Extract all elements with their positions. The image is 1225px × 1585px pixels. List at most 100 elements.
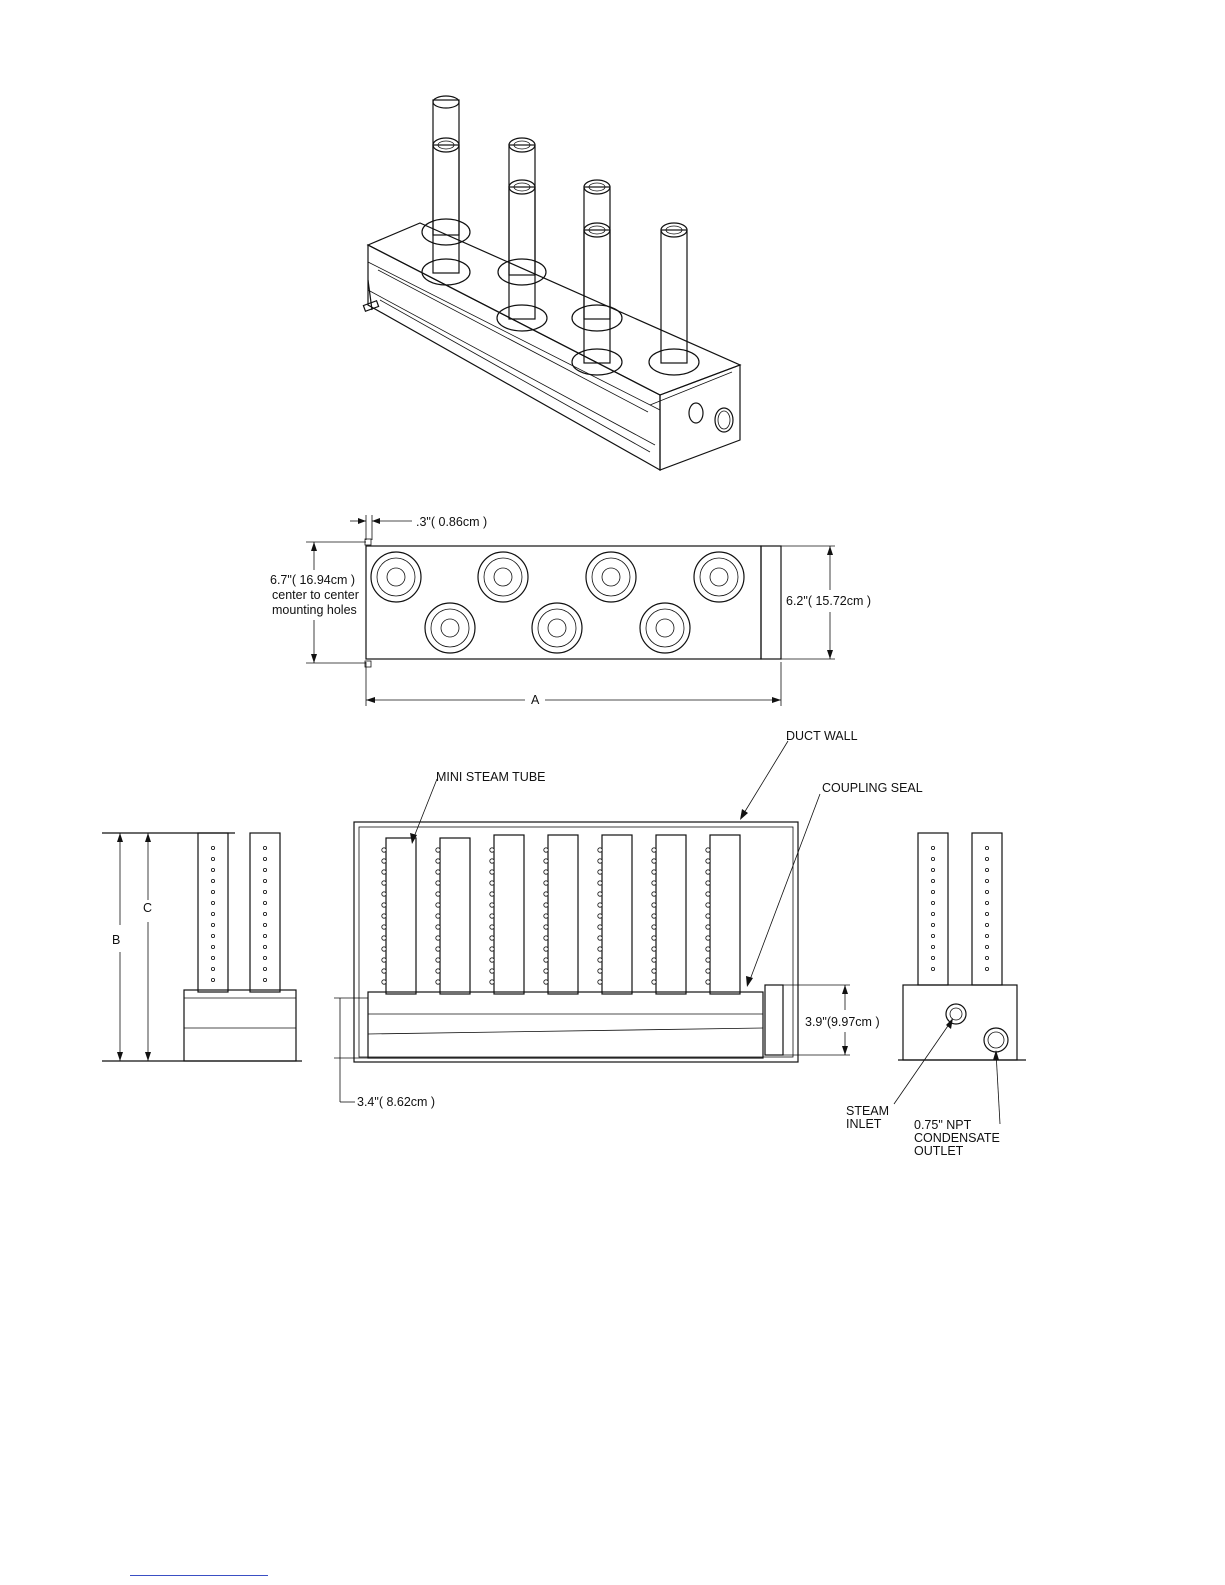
steam-hole (598, 936, 602, 940)
steam-hole (985, 923, 988, 926)
steam-hole (931, 934, 934, 937)
condensate-outlet-port (984, 1028, 1008, 1052)
steam-hole (652, 892, 656, 896)
steam-hole (985, 868, 988, 871)
steam-hole (652, 925, 656, 929)
steam-hole (706, 859, 710, 863)
steam-hole (263, 956, 266, 959)
mount-note-line2: mounting holes (272, 603, 357, 617)
steam-hole (931, 868, 934, 871)
steam-hole (706, 881, 710, 885)
steam-hole (544, 947, 548, 951)
steam-hole (382, 980, 386, 984)
steam-hole (263, 967, 266, 970)
steam-hole (382, 925, 386, 929)
steam-hole (598, 925, 602, 929)
steam-hole (436, 881, 440, 885)
steam-hole (544, 903, 548, 907)
steam-hole (652, 870, 656, 874)
steam-hole (652, 958, 656, 962)
steam-hole (263, 890, 266, 893)
steam-hole (382, 870, 386, 874)
steam-hole (436, 925, 440, 929)
steam-hole (436, 859, 440, 863)
steam-hole (382, 969, 386, 973)
steam-hole (490, 892, 494, 896)
steam-hole (436, 936, 440, 940)
right-side-view (894, 833, 1026, 1124)
steam-hole (544, 958, 548, 962)
steam-hole (436, 980, 440, 984)
steam-hole (544, 859, 548, 863)
steam-hole (382, 892, 386, 896)
height-b-label: B (112, 933, 120, 947)
steam-hole (263, 857, 266, 860)
steam-hole (706, 969, 710, 973)
steam-hole (382, 848, 386, 852)
steam-hole (985, 956, 988, 959)
steam-hole (652, 947, 656, 951)
steam-hole (263, 945, 266, 948)
header-height-label: 3.9"(9.97cm ) (805, 1015, 880, 1029)
steam-hole (382, 947, 386, 951)
steam-hole (544, 936, 548, 940)
steam-hole (382, 958, 386, 962)
front-steam-holes (382, 848, 710, 984)
steam-hole (544, 914, 548, 918)
length-a-label: A (531, 693, 540, 707)
steam-hole (706, 848, 710, 852)
steam-hole (985, 879, 988, 882)
steam-hole (598, 870, 602, 874)
steam-hole (263, 912, 266, 915)
steam-hole (211, 945, 214, 948)
steam-hole (652, 969, 656, 973)
plan-view (306, 515, 835, 706)
steam-hole (598, 859, 602, 863)
steam-hole (382, 881, 386, 885)
steam-hole (931, 901, 934, 904)
steam-hole (985, 945, 988, 948)
steam-hole (706, 892, 710, 896)
header-offset-label: 3.4"( 8.62cm ) (357, 1095, 435, 1109)
left-side-holes (211, 846, 266, 981)
coupling-seal-callout: COUPLING SEAL (822, 781, 923, 795)
footer-link-underline (130, 1575, 268, 1576)
steam-hole (263, 901, 266, 904)
steam-hole (544, 848, 548, 852)
steam-hole (436, 870, 440, 874)
steam-hole (985, 934, 988, 937)
steam-hole (263, 934, 266, 937)
steam-hole (211, 879, 214, 882)
steam-hole (931, 846, 934, 849)
steam-hole (490, 958, 494, 962)
steam-hole (382, 936, 386, 940)
steam-hole (931, 923, 934, 926)
steam-inlet-callout-line2: INLET (846, 1117, 882, 1131)
plan-outlets (371, 552, 744, 653)
steam-hole (544, 969, 548, 973)
steam-hole (211, 934, 214, 937)
steam-hole (931, 879, 934, 882)
steam-hole (490, 969, 494, 973)
steam-hole (490, 881, 494, 885)
steam-hole (211, 923, 214, 926)
steam-hole (436, 848, 440, 852)
steam-hole (706, 958, 710, 962)
steam-hole (382, 914, 386, 918)
mount-height-label: 6.7"( 16.94cm ) (270, 573, 355, 587)
steam-hole (652, 881, 656, 885)
steam-hole (706, 903, 710, 907)
left-side-view (102, 833, 302, 1061)
steam-hole (598, 914, 602, 918)
steam-hole (382, 903, 386, 907)
steam-hole (985, 857, 988, 860)
steam-hole (263, 978, 266, 981)
isometric-view (363, 96, 740, 470)
steam-hole (490, 947, 494, 951)
steam-hole (652, 859, 656, 863)
steam-hole (211, 868, 214, 871)
mini-steam-tube-callout: MINI STEAM TUBE (436, 770, 546, 784)
steam-hole (211, 967, 214, 970)
steam-hole (652, 848, 656, 852)
